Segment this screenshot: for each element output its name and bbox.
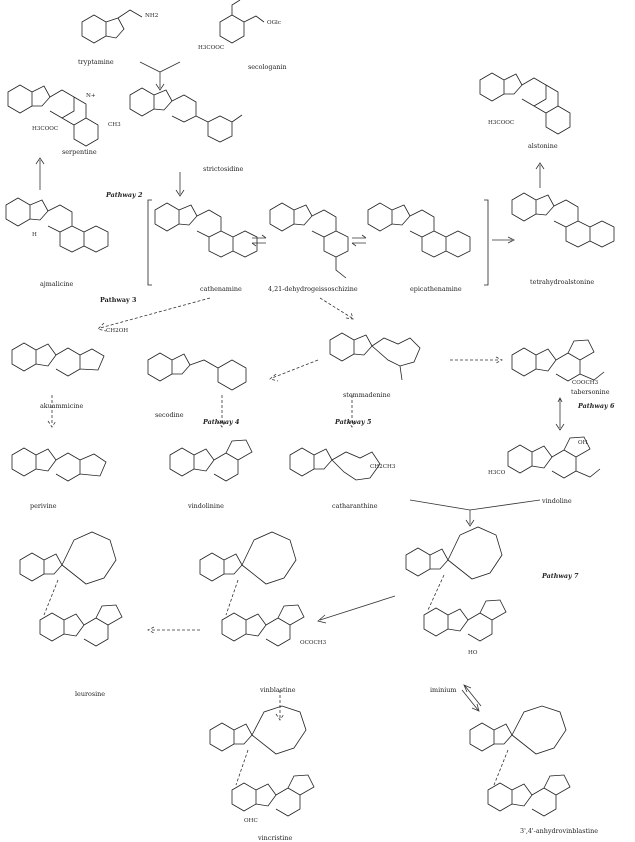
- group-h3cooc-alstonine: H3COOC: [488, 120, 514, 126]
- structure-iminium: [406, 527, 506, 641]
- arrow-to-vinblastine: [318, 596, 395, 623]
- group-oglc: OGlc: [267, 20, 281, 26]
- label-akuammicine: akuammicine: [40, 402, 83, 410]
- label-vindolinine: vindolinine: [188, 502, 224, 510]
- structure-akuammicine: [12, 343, 104, 376]
- group-h3co-vindoline: H3CO: [488, 470, 505, 476]
- bracket-left: [148, 200, 152, 285]
- label-strictosidine: strictosidine: [203, 165, 243, 173]
- arrow-to-alstonine: [536, 163, 544, 188]
- structure-epicathenamine: [368, 203, 470, 257]
- label-vindoline: vindoline: [542, 497, 572, 505]
- arrow-iminium-anhydro: [462, 685, 481, 711]
- label-tabersonine: tabersonine: [571, 388, 610, 396]
- dashed-arrow-perivine: [48, 395, 56, 427]
- structure-secologanin: [220, 0, 264, 43]
- label-pathway-4: Pathway 4: [203, 418, 239, 426]
- group-nh2: NH2: [145, 13, 158, 19]
- group-h-ajmalicine: H: [32, 232, 37, 238]
- label-anhydrovinblastine: 3',4'-anhydrovinblastine: [520, 827, 598, 835]
- structure-serpentine: [8, 85, 98, 146]
- dashed-arrow-secodine: [270, 360, 318, 381]
- label-perivine: perivine: [30, 502, 57, 510]
- arrow-pathway-6: [556, 398, 564, 430]
- group-coome-tabersonine: COOCH3: [572, 380, 598, 386]
- structure-leurosine: [20, 532, 122, 646]
- structure-tetrahydroalstonine: [512, 193, 614, 247]
- equilibrium-2: [352, 235, 366, 246]
- structure-strictosidine: [130, 88, 242, 142]
- label-tetrahydroalstonine: tetrahydroalstonine: [530, 278, 594, 286]
- label-vinblastine: vinblastine: [260, 686, 296, 694]
- label-pathway-6: Pathway 6: [578, 402, 614, 410]
- dashed-arrow-leurosine: [148, 627, 200, 633]
- arrow-to-tetrahydroalstonine: [492, 237, 514, 243]
- label-cathenamine: cathenamine: [200, 285, 242, 293]
- dashed-arrow-vincristine: [276, 690, 284, 720]
- dashed-arrow-tabersonine: [450, 357, 502, 363]
- label-pathway-5: Pathway 5: [335, 418, 371, 426]
- coupling-arrow: [410, 500, 540, 526]
- dashed-arrow-stemmadenine: [320, 298, 353, 319]
- label-tryptamine: tryptamine: [78, 58, 114, 66]
- label-pathway-3: Pathway 3: [100, 296, 136, 304]
- group-ho-iminium: HO: [468, 650, 477, 656]
- bracket-right: [484, 200, 488, 285]
- structure-vinblastine: [200, 532, 304, 646]
- group-h3cooc-secologanin: H3COOC: [198, 45, 224, 51]
- structure-catharanthine: [290, 448, 380, 480]
- group-cho-vincristine: OHC: [244, 818, 258, 824]
- structure-ajmalicine: [6, 198, 108, 252]
- label-dehydrogeissoschizine: 4,21-dehydrogeissoschizine: [268, 285, 358, 293]
- label-iminium: iminium: [430, 686, 456, 694]
- arrow-to-serpentine: [36, 158, 44, 190]
- structure-vincristine: [210, 706, 314, 816]
- label-leurosine: leurosine: [75, 690, 105, 698]
- group-ch2ch3-catharanthine: CH2CH3: [370, 464, 395, 470]
- label-secodine: secodine: [155, 411, 184, 419]
- structure-anhydrovinblastine: [470, 706, 570, 816]
- group-nplus-serpentine: N+: [86, 93, 96, 99]
- label-pathway-2: Pathway 2: [106, 191, 142, 199]
- group-ococh3-vinblastine: OCOCH3: [300, 640, 326, 646]
- label-pathway-7: Pathway 7: [542, 572, 578, 580]
- label-secologanin: secologanin: [248, 63, 287, 71]
- equilibrium-1: [252, 235, 266, 246]
- condensation-arrow: [140, 62, 180, 90]
- label-catharanthine: catharanthine: [332, 502, 378, 510]
- structure-stemmadenine: [330, 333, 420, 380]
- label-ajmalicine: ajmalicine: [40, 280, 73, 288]
- label-serpentine: serpentine: [62, 148, 97, 156]
- structure-tabersonine: [512, 340, 604, 381]
- structure-perivine: [12, 448, 106, 481]
- label-alstonine: alstonine: [528, 142, 558, 150]
- structure-secodine: [148, 353, 246, 390]
- group-ch2oh-akuammicine: CH2OH: [106, 328, 128, 334]
- structure-tryptamine: [82, 10, 142, 43]
- group-oh-vindoline: OH: [578, 440, 587, 446]
- structure-dehydrogeissoschizine: [270, 203, 348, 278]
- label-epicathenamine: epicathenamine: [410, 285, 462, 293]
- structure-vindolinine: [170, 440, 252, 481]
- arrow-strictosidine-down: [176, 172, 184, 196]
- structure-cathenamine: [155, 203, 257, 257]
- group-h3cooc-serpentine: H3COOC: [32, 126, 58, 132]
- label-stemmadenine: stemmadenine: [343, 391, 391, 399]
- group-ch3-serpentine: CH3: [108, 122, 121, 128]
